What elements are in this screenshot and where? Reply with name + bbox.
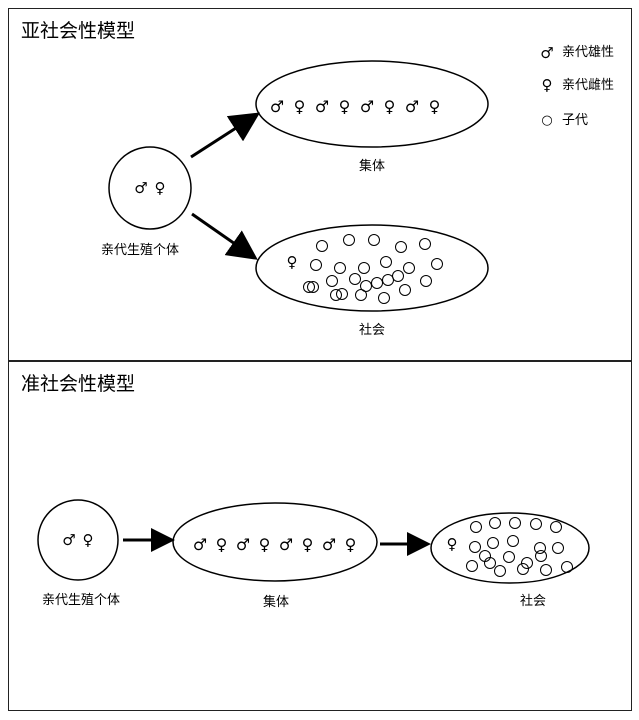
legend-offspring-icon: ○ <box>541 113 552 128</box>
bottom-offspring-circle <box>561 561 573 573</box>
bottom-group-member-male-icon: ♂ <box>193 535 207 554</box>
bottom-offspring-circle <box>521 557 533 569</box>
bottom-society-offspring <box>466 517 573 577</box>
bottom-offspring-circle <box>479 550 491 562</box>
top-offspring-circle <box>330 289 342 301</box>
top-offspring-circle <box>399 284 411 296</box>
bottom-group-member-female-icon: ♀ <box>216 535 228 554</box>
top-parent-circle <box>108 146 192 230</box>
top-offspring-circle <box>358 262 370 274</box>
top-offspring-circle <box>431 258 443 270</box>
subsocial-title: 亚社会性模型 <box>21 20 136 42</box>
bottom-parent-label: 亲代生殖个体 <box>42 592 120 608</box>
top-society-label: 社会 <box>359 322 385 338</box>
top-offspring-circle <box>355 289 367 301</box>
top-offspring-circle <box>343 234 355 246</box>
top-parent-label: 亲代生殖个体 <box>101 242 179 258</box>
top-society-queen-icon: ♀ <box>287 253 298 271</box>
bottom-group-member-female-icon: ♀ <box>345 535 357 554</box>
bottom-society-ellipse <box>430 512 590 584</box>
top-offspring-circle <box>303 281 315 293</box>
legend: ♂ 亲代雄性 ♀ 亲代雌性 ○ 子代 <box>540 44 614 128</box>
bottom-group-ellipse <box>172 502 378 582</box>
bottom-group-label: 集体 <box>263 594 289 610</box>
bottom-group-member-male-icon: ♂ <box>279 535 293 554</box>
bottom-group-member-male-icon: ♂ <box>322 535 336 554</box>
top-offspring-circle <box>378 292 390 304</box>
bottom-offspring-circle <box>509 517 521 529</box>
bottom-offspring-circle <box>494 565 506 577</box>
top-group-member-female-icon: ♀ <box>339 97 351 116</box>
bottom-offspring-circle <box>550 521 562 533</box>
bottom-group-members: ♂ ♀ ♂ ♀ ♂ ♀ ♂ ♀ <box>193 535 357 554</box>
legend-female-icon: ♀ <box>542 76 553 94</box>
bottom-parent-male-icon: ♂ <box>62 531 75 549</box>
subsocial-panel: 亚社会性模型 <box>8 8 632 361</box>
top-offspring-circle <box>403 262 415 274</box>
top-offspring-circle <box>336 288 348 300</box>
top-offspring-circle <box>326 275 338 287</box>
legend-male-label: 亲代雄性 <box>562 45 614 60</box>
top-group-member-female-icon: ♀ <box>294 97 306 116</box>
top-society-offspring <box>303 234 443 304</box>
top-arrow-to-group <box>190 112 261 159</box>
bottom-offspring-circle <box>530 518 542 530</box>
top-group-member-male-icon: ♂ <box>360 97 374 116</box>
top-offspring-circle <box>382 274 394 286</box>
top-offspring-circle <box>420 275 432 287</box>
bottom-society-queen-icon: ♀ <box>447 535 458 553</box>
top-parent-male-icon: ♂ <box>134 179 147 197</box>
top-offspring-circle <box>307 281 319 293</box>
legend-female-label: 亲代雌性 <box>562 77 614 93</box>
top-offspring-circle <box>395 241 407 253</box>
quasisocial-panel: 准社会性模型 <box>8 361 632 711</box>
top-group-ellipse <box>255 60 489 148</box>
bottom-offspring-circle <box>469 541 481 553</box>
bottom-parent-circle <box>37 499 119 581</box>
top-arrow-to-society <box>191 212 258 260</box>
top-group-member-male-icon: ♂ <box>315 97 329 116</box>
top-group-members: ♂ ♀ ♂ ♀ ♂ ♀ ♂ ♀ <box>270 97 441 116</box>
bottom-group-member-female-icon: ♀ <box>259 535 271 554</box>
bottom-offspring-circle <box>489 517 501 529</box>
legend-male-icon: ♂ <box>540 44 553 62</box>
top-society-ellipse <box>255 224 489 312</box>
top-offspring-circle <box>316 240 328 252</box>
top-group-member-female-icon: ♀ <box>384 97 396 116</box>
top-offspring-circle <box>349 273 361 285</box>
bottom-offspring-circle <box>503 551 515 563</box>
top-offspring-circle <box>392 270 404 282</box>
top-offspring-circle <box>310 259 322 271</box>
top-group-member-male-icon: ♂ <box>405 97 419 116</box>
top-offspring-circle <box>371 277 383 289</box>
top-offspring-circle <box>334 262 346 274</box>
legend-offspring-label: 子代 <box>562 113 588 128</box>
bottom-parent-female-icon: ♀ <box>83 531 94 549</box>
bottom-group-member-male-icon: ♂ <box>236 535 250 554</box>
quasisocial-title: 准社会性模型 <box>21 373 136 395</box>
bottom-offspring-circle <box>534 542 546 554</box>
bottom-offspring-circle <box>517 563 529 575</box>
top-offspring-circle <box>419 238 431 250</box>
bottom-society-label: 社会 <box>520 593 546 609</box>
bottom-offspring-circle <box>466 560 478 572</box>
bottom-offspring-circle <box>470 521 482 533</box>
bottom-offspring-circle <box>552 542 564 554</box>
top-group-member-female-icon: ♀ <box>429 97 441 116</box>
top-parent-female-icon: ♀ <box>155 179 166 197</box>
top-offspring-circle <box>368 234 380 246</box>
bottom-offspring-circle <box>507 535 519 547</box>
bottom-group-member-female-icon: ♀ <box>302 535 314 554</box>
top-group-member-male-icon: ♂ <box>270 97 284 116</box>
bottom-offspring-circle <box>535 550 547 562</box>
top-offspring-circle <box>360 280 372 292</box>
bottom-offspring-circle <box>540 564 552 576</box>
bottom-offspring-circle <box>487 537 499 549</box>
top-offspring-circle <box>380 256 392 268</box>
top-group-label: 集体 <box>359 158 385 174</box>
